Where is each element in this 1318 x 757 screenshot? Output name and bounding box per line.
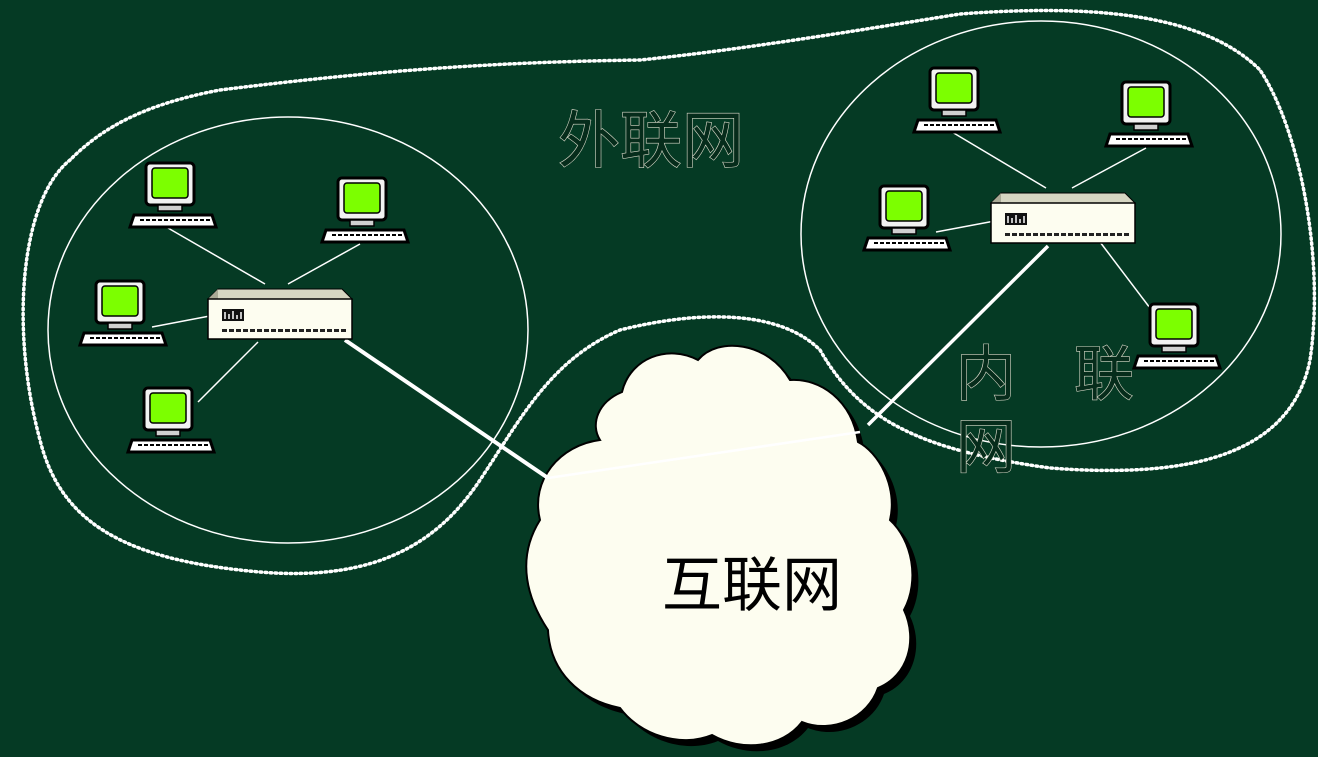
computer-icon <box>912 66 1002 134</box>
wan-links <box>343 244 1050 480</box>
computer-icon <box>1132 302 1222 370</box>
extranet-boundary <box>21 8 1317 576</box>
intranet-label-char-1: 内 <box>956 340 1016 410</box>
computer-icon <box>320 176 410 244</box>
right-hub-icon <box>990 192 1136 244</box>
internet-cloud <box>525 344 919 752</box>
left-lan-boundary <box>47 116 529 544</box>
left-hub-icon <box>207 288 353 340</box>
computer-icon <box>78 279 168 347</box>
left-lan-links <box>151 227 361 403</box>
computer-icon <box>862 184 952 252</box>
computer-icon <box>126 386 216 454</box>
right-lan-links <box>935 131 1151 309</box>
right-lan-boundary <box>800 20 1282 448</box>
computer-icon <box>128 161 218 229</box>
internet-label: 互联网 <box>662 551 842 621</box>
intranet-label-char-2: 联 <box>1074 340 1134 410</box>
intranet-label-char-3: 网 <box>956 413 1016 483</box>
computer-icon <box>1104 80 1194 148</box>
extranet-label: 外联网 <box>558 104 744 177</box>
